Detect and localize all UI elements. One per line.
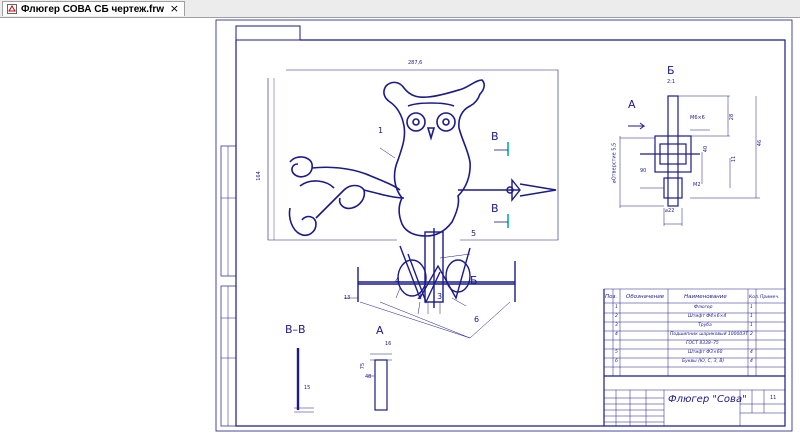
dim-b-side-hole: ⌀Отверстие 5,5: [611, 142, 618, 184]
view-a-label: А: [376, 324, 384, 337]
bom-row-name: Штифт Ф4×6×4: [688, 314, 727, 319]
callout-b-arrow-label: Б: [470, 274, 478, 287]
view-b-label: Б: [667, 64, 675, 77]
dim-b-11: 11: [731, 155, 738, 163]
dim-vv-15: 15: [304, 385, 311, 391]
callout-1: 1: [378, 126, 384, 135]
callout-3: 3: [437, 292, 443, 301]
sheet-number: 11: [770, 395, 777, 401]
overall-height-dimension: 164: [255, 171, 262, 181]
bom-row-name: ГОСТ 8338–75: [686, 341, 719, 346]
bom-row-name: Труба: [698, 323, 712, 328]
drawing-title: Флюгер "Сова": [668, 394, 747, 405]
bom-row-qty: 1: [750, 314, 753, 319]
bom-row-pos: 4: [615, 332, 618, 337]
dim-b-40: 40: [703, 145, 710, 153]
overall-width-dimension: 287,6: [408, 60, 423, 66]
document-tab-bar: Флюгер СОВА СБ чертеж.frw ×: [0, 0, 800, 18]
drawing-sheet: [215, 19, 793, 432]
bom-header-designation: Обозначение: [626, 294, 665, 300]
drawing-canvas[interactable]: 287,6 164 Б 2:1 А В В Б 1 2 3 4 5 6 13 2…: [0, 18, 800, 435]
dim-a-48: 48: [365, 374, 372, 380]
callout-6: 6: [474, 315, 480, 324]
callout-4: 4: [395, 276, 401, 285]
dim-b-m2: М2: [693, 182, 701, 188]
section-marker-v-bottom: В: [491, 202, 499, 215]
dim-13: 13: [344, 295, 351, 301]
callout-2: 2: [417, 292, 423, 301]
arrow-a-label: А: [628, 98, 636, 111]
bom-row-qty: 1: [750, 323, 753, 328]
bom-row-pos: 3: [615, 323, 618, 328]
dim-b-46: 46: [757, 139, 764, 147]
dim-a-16: 16: [385, 341, 392, 347]
close-tab-icon[interactable]: ×: [169, 2, 179, 15]
view-b-scale: 2:1: [667, 79, 676, 85]
dim-b-28: 28: [729, 113, 736, 121]
bom-row-name: Штифт Ф3×60: [688, 350, 723, 355]
bom-row-qty: 4: [750, 350, 753, 355]
bom-row-pos: 2: [615, 314, 618, 319]
bom-header-name: Наименование: [684, 294, 727, 300]
bom-row-name: Флюгер: [694, 305, 713, 310]
bom-row-name: Подшипник шариковый 10000ЭТ: [670, 332, 749, 337]
bom-header-pos: Поз.: [605, 294, 618, 300]
bom-header-qty: Кол.: [749, 295, 760, 300]
bom-row-pos: 6: [615, 359, 618, 364]
section-marker-v-top: В: [491, 130, 499, 143]
dim-b-m6: М6×6: [690, 115, 705, 121]
bom-row-name: Буквы (Ю, С, З, В): [682, 359, 725, 364]
dim-a-75: 75: [360, 362, 367, 370]
bom-row-qty: 1: [750, 305, 753, 310]
bom-row-pos: 1: [615, 305, 618, 310]
document-tab-label: Флюгер СОВА СБ чертеж.frw: [21, 3, 164, 15]
bom-row-pos: 5: [615, 350, 618, 355]
bom-row-qty: 4: [750, 359, 753, 364]
drawing-file-icon: [7, 4, 17, 14]
dim-b-90: 90: [640, 168, 647, 174]
bom-row-qty: 2: [750, 332, 753, 337]
section-vv-label: В–В: [285, 323, 306, 336]
bom-header-note: Примеч.: [760, 295, 780, 300]
document-tab[interactable]: Флюгер СОВА СБ чертеж.frw ×: [2, 1, 185, 16]
dim-b-22: ⌀22: [665, 208, 675, 214]
callout-5: 5: [471, 229, 477, 238]
